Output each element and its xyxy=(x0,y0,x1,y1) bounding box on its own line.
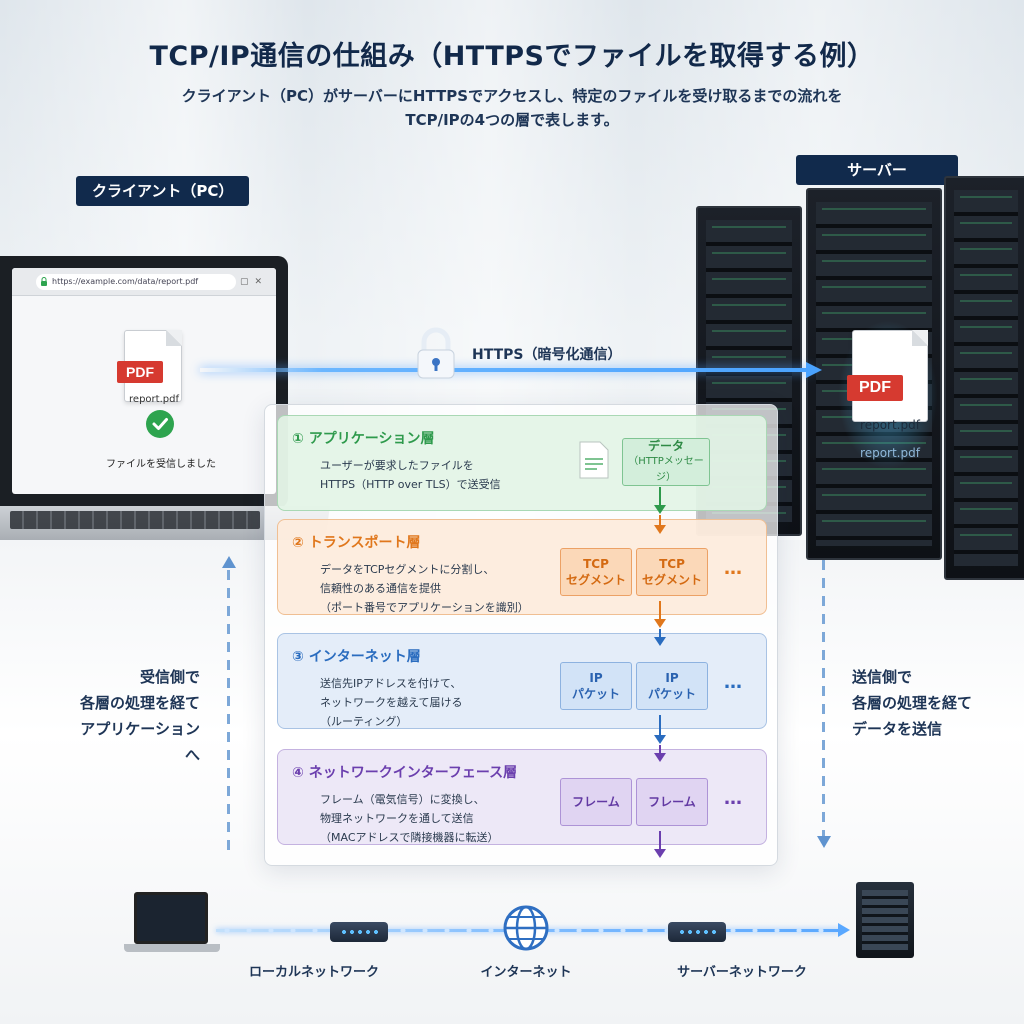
application-layer: ① アプリケーション層 ユーザーが要求したファイルを HTTPS（HTTP ov… xyxy=(277,415,767,511)
client-tag: クライアント（PC） xyxy=(76,176,249,206)
server-pdf-file-icon: PDF xyxy=(852,330,928,422)
unit-line-2: セグメント xyxy=(561,572,631,588)
server-tag: サーバー xyxy=(796,155,958,185)
page-subtitle: クライアント（PC）がサーバーにHTTPSでアクセスし、特定のファイルを受け取る… xyxy=(120,84,904,132)
tcp-segment-2: TCP セグメント xyxy=(636,548,708,596)
arrow-down-icon xyxy=(654,619,666,628)
layer-description: 送信先IPアドレスを付けて、 ネットワークを越えて届ける （ルーティング） xyxy=(320,674,462,731)
arrow-down-icon xyxy=(654,525,666,534)
page-title: TCP/IP通信の仕組み（HTTPSでファイルを取得する例） xyxy=(0,34,1024,73)
more-segments-icon: … xyxy=(724,558,744,579)
https-connection-line xyxy=(200,368,812,372)
flow-line-netif-down xyxy=(659,831,661,851)
arrow-down-icon xyxy=(654,637,666,646)
send-arrow-down-icon xyxy=(817,836,831,848)
arrow-down-icon xyxy=(654,849,666,858)
url-bar[interactable]: https://example.com/data/report.pdf xyxy=(36,274,236,290)
transport-layer: ② トランスポート層 データをTCPセグメントに分割し、 信頼性のある通信を提供… xyxy=(277,519,767,615)
receive-flow-line xyxy=(227,570,230,850)
server-file-name: report.pdf xyxy=(850,418,930,432)
https-label: HTTPS（暗号化通信） xyxy=(472,344,621,364)
laptop-keyboard xyxy=(10,511,260,529)
pdf-badge: PDF xyxy=(117,361,163,383)
send-flow-line xyxy=(822,560,825,838)
layer-description: ユーザーが要求したファイルを HTTPS（HTTP over TLS）で送受信 xyxy=(320,456,501,494)
more-frames-icon: … xyxy=(724,788,744,809)
layer-title: ② トランスポート層 xyxy=(292,532,420,552)
send-side-note: 送信側で 各層の処理を経て データを送信 xyxy=(852,664,1012,742)
padlock-icon xyxy=(412,326,460,382)
tcpip-layer-panel: ① アプリケーション層 ユーザーが要求したファイルを HTTPS（HTTP ov… xyxy=(264,404,778,866)
frame-2: フレーム xyxy=(636,778,708,826)
server-network-label: サーバーネットワーク xyxy=(652,961,832,980)
unit-line-1: TCP xyxy=(637,556,707,572)
lock-icon xyxy=(40,277,48,286)
client-pdf-file-icon: PDF xyxy=(124,330,182,402)
unit-line-2: パケット xyxy=(561,686,631,702)
layer-title: ① アプリケーション層 xyxy=(292,428,434,448)
url-text: https://example.com/data/report.pdf xyxy=(52,277,198,286)
internet-label: インターネット xyxy=(446,961,606,980)
arrow-down-icon xyxy=(654,753,666,762)
mini-server-icon xyxy=(856,882,914,958)
network-interface-layer: ④ ネットワークインターフェース層 フレーム（電気信号）に変換し、 物理ネットワ… xyxy=(277,749,767,845)
browser-toolbar: https://example.com/data/report.pdf ▢✕ xyxy=(12,268,276,296)
mini-laptop-icon xyxy=(134,892,208,944)
check-icon xyxy=(146,410,174,438)
mini-laptop-base xyxy=(124,944,220,952)
receive-side-note: 受信側で 各層の処理を経て アプリケーションへ xyxy=(70,664,200,768)
arrow-down-icon xyxy=(654,505,666,514)
more-packets-icon: … xyxy=(724,672,744,693)
window-controls-icon[interactable]: ▢✕ xyxy=(240,277,268,287)
server-pdf-badge: PDF xyxy=(847,375,903,401)
layer-description: データをTCPセグメントに分割し、 信頼性のある通信を提供 （ポート番号でアプリ… xyxy=(320,560,529,617)
unit-line-1: IP xyxy=(561,670,631,686)
layer-description: フレーム（電気信号）に変換し、 物理ネットワークを通して送信 （MACアドレスで… xyxy=(320,790,499,847)
arrow-down-icon xyxy=(654,735,666,744)
unit-line-1: IP xyxy=(637,670,707,686)
server-file-name-reflection: report.pdf xyxy=(850,446,930,460)
received-status: ファイルを受信しました xyxy=(86,455,236,470)
client-file-name: report.pdf xyxy=(114,394,194,405)
unit-line-1: フレーム xyxy=(637,794,707,810)
server-rack-3 xyxy=(944,176,1024,580)
flow-line-internet-down xyxy=(659,715,661,737)
frame-1: フレーム xyxy=(560,778,632,826)
ip-packet-2: IP パケット xyxy=(636,662,708,710)
local-router-icon xyxy=(330,922,388,942)
subtitle-line-1: クライアント（PC）がサーバーにHTTPSでアクセスし、特定のファイルを受け取る… xyxy=(120,84,904,108)
flow-line-app-down xyxy=(659,487,661,507)
subtitle-line-2: TCP/IPの4つの層で表します。 xyxy=(120,108,904,132)
document-icon xyxy=(578,440,610,480)
internet-layer: ③ インターネット層 送信先IPアドレスを付けて、 ネットワークを越えて届ける … xyxy=(277,633,767,729)
unit-line-1: フレーム xyxy=(561,794,631,810)
local-network-label: ローカルネットワーク xyxy=(224,961,404,980)
server-router-icon xyxy=(668,922,726,942)
unit-line-2: セグメント xyxy=(637,572,707,588)
unit-line-1: データ xyxy=(623,438,709,454)
receive-arrow-up-icon xyxy=(222,556,236,568)
globe-icon xyxy=(502,904,550,952)
ip-packet-1: IP パケット xyxy=(560,662,632,710)
network-arrow-icon xyxy=(838,923,850,937)
unit-line-2: （HTTPメッセージ） xyxy=(623,454,709,486)
layer-title: ④ ネットワークインターフェース層 xyxy=(292,762,517,782)
layer-title: ③ インターネット層 xyxy=(292,646,421,666)
https-arrow-icon xyxy=(806,362,822,378)
unit-line-2: パケット xyxy=(637,686,707,702)
data-unit-http-message: データ （HTTPメッセージ） xyxy=(622,438,710,486)
tcp-segment-1: TCP セグメント xyxy=(560,548,632,596)
unit-line-1: TCP xyxy=(561,556,631,572)
flow-line-transport-down xyxy=(659,601,661,621)
